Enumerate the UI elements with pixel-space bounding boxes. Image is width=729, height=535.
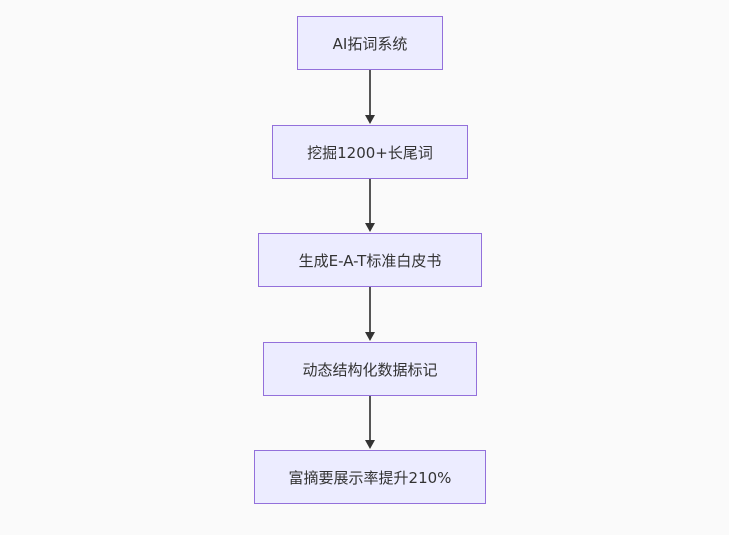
arrow-down-icon [365, 332, 375, 341]
arrow-down-icon [365, 440, 375, 449]
arrow-connector [364, 179, 376, 232]
node-label: 动态结构化数据标记 [302, 360, 438, 379]
arrow-line [369, 70, 371, 115]
flowchart-node-structured-data-markup: 动态结构化数据标记 [263, 342, 477, 396]
arrow-connector [364, 396, 376, 449]
arrow-down-icon [365, 223, 375, 232]
flowchart-node-ai-keyword-system: AI拓词系统 [297, 16, 443, 70]
node-label: 挖掘1200+长尾词 [307, 143, 433, 162]
arrow-connector [364, 70, 376, 124]
flowchart-node-longtail-mining: 挖掘1200+长尾词 [272, 125, 468, 179]
flowchart-node-rich-snippet-result: 富摘要展示率提升210% [254, 450, 486, 504]
arrow-line [369, 396, 371, 440]
arrow-line [369, 287, 371, 332]
flowchart-node-eat-whitepaper: 生成E-A-T标准白皮书 [258, 233, 482, 287]
arrow-connector [364, 287, 376, 341]
node-label: AI拓词系统 [332, 34, 408, 53]
arrow-line [369, 179, 371, 223]
node-label: 富摘要展示率提升210% [288, 468, 452, 487]
arrow-down-icon [365, 115, 375, 124]
node-label: 生成E-A-T标准白皮书 [298, 251, 442, 270]
